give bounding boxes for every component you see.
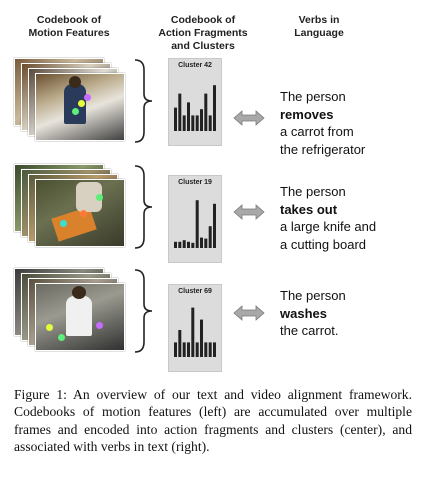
histogram-bar: [213, 85, 216, 131]
frame-stack-1: [14, 58, 125, 141]
histogram-bar: [178, 241, 182, 248]
histogram-bar: [200, 319, 203, 357]
double-arrow-icon: [233, 110, 265, 126]
histogram-bar: [187, 342, 190, 357]
cluster-label: Cluster 42: [178, 62, 212, 69]
verb-bold: removes: [280, 106, 334, 122]
histogram-bar: [195, 342, 199, 357]
histogram-bar: [208, 342, 212, 357]
verb-text-1: The person removes a carrot from the ref…: [280, 88, 365, 158]
brace-icon: [134, 165, 153, 249]
verb-bold: takes out: [280, 201, 338, 217]
histogram-bar: [204, 238, 208, 248]
figure-caption: Figure 1: An overview of our text and vi…: [14, 387, 412, 454]
histogram-bar: [208, 115, 212, 131]
histogram-bar: [174, 107, 177, 131]
video-frame: [35, 283, 125, 351]
histogram-2: [174, 200, 216, 248]
brace-icon: [134, 269, 153, 353]
histogram-bar: [195, 115, 199, 131]
verb-text-3: The person washes the carrot.: [280, 287, 346, 340]
header-action-fragments: Codebook of Action Fragments and Cluster…: [158, 14, 248, 52]
histogram-bar: [187, 102, 190, 131]
histogram-bar: [204, 342, 208, 357]
histogram-bar: [191, 242, 195, 248]
histogram-bar: [178, 93, 182, 131]
verb-line: The person: [280, 184, 346, 199]
frame-stack-2: [14, 164, 125, 247]
histogram-bar: [200, 237, 203, 248]
histogram-bar: [204, 93, 208, 131]
cluster-card-3: Cluster 69: [168, 284, 222, 372]
histogram-bar: [182, 342, 186, 357]
video-frame: [35, 179, 125, 247]
histogram-bar: [213, 342, 216, 357]
histogram-bar: [174, 342, 177, 357]
verb-line: a large knife and: [280, 219, 377, 234]
verb-line: the refrigerator: [280, 141, 366, 157]
verb-text-2: The person takes out a large knife and a…: [280, 183, 376, 253]
header-verbs: Verbs in Language: [294, 14, 344, 39]
header-motion-features: Codebook of Motion Features: [28, 14, 110, 39]
cluster-card-2: Cluster 19: [168, 175, 222, 263]
histogram-bar: [208, 226, 212, 248]
cluster-card-1: Cluster 42: [168, 58, 222, 146]
histogram-bar: [191, 115, 195, 131]
cluster-label: Cluster 19: [178, 179, 212, 186]
histogram-bar: [195, 200, 199, 248]
histogram-bar: [191, 307, 195, 357]
histogram-3: [174, 307, 216, 357]
double-arrow-icon: [233, 204, 265, 220]
frame-stack-3: [14, 268, 125, 351]
cluster-label: Cluster 69: [178, 288, 212, 295]
histogram-bar: [187, 241, 190, 248]
verb-line: The person: [280, 89, 346, 104]
histogram-bar: [200, 109, 203, 131]
histogram-bar: [174, 241, 177, 248]
verb-bold: washes: [280, 305, 327, 321]
video-frame: [35, 73, 125, 141]
verb-line: The person: [280, 288, 346, 303]
histogram-bar: [213, 203, 216, 248]
verb-line: a carrot from: [280, 124, 354, 139]
brace-icon: [134, 59, 153, 143]
verb-line: a cutting board: [280, 236, 367, 252]
verb-line: the carrot.: [280, 323, 339, 338]
histogram-bar: [182, 115, 186, 131]
histogram-bar: [182, 240, 186, 248]
histogram-bar: [178, 330, 182, 357]
double-arrow-icon: [233, 305, 265, 321]
histogram-1: [174, 85, 216, 131]
